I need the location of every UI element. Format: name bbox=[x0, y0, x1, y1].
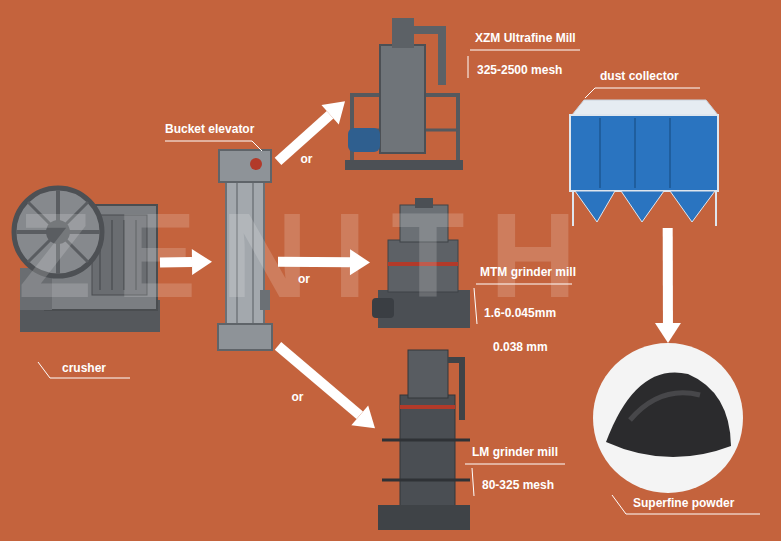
machine-label: dust collector bbox=[600, 69, 679, 83]
arrow-head bbox=[321, 101, 345, 124]
powder-picture bbox=[593, 343, 743, 493]
flow-arrow bbox=[655, 228, 681, 343]
edge-label: or bbox=[298, 272, 310, 286]
spec-label: 80-325 mesh bbox=[482, 478, 554, 492]
machine-label: LM grinder mill bbox=[472, 445, 558, 459]
arrow-head bbox=[655, 323, 681, 343]
edge-label: or bbox=[292, 390, 304, 404]
machine-label: Bucket elevator bbox=[165, 122, 254, 136]
machine-label: Superfine powder bbox=[633, 496, 734, 510]
machine-label: crusher bbox=[62, 361, 106, 375]
lm-mill-picture bbox=[378, 350, 470, 530]
xzm-mill-picture bbox=[345, 18, 463, 170]
edge-label: or bbox=[301, 152, 313, 166]
machine-label: XZM Ultrafine Mill bbox=[475, 31, 576, 45]
arrow-shaft bbox=[275, 342, 363, 419]
spec-label: 325-2500 mesh bbox=[477, 63, 562, 77]
machine-node: LM grinder mill80-325 mesh bbox=[375, 345, 470, 530]
product-node: Superfine powder bbox=[593, 343, 743, 493]
machine-node: XZM Ultrafine Mill325-2500 mesh bbox=[345, 15, 463, 172]
watermark: ZENITH bbox=[18, 190, 601, 320]
arrow-shaft bbox=[663, 228, 673, 323]
flow-arrow bbox=[275, 342, 375, 428]
spec-label: 0.038 mm bbox=[493, 340, 548, 354]
arrow-head bbox=[351, 405, 375, 428]
